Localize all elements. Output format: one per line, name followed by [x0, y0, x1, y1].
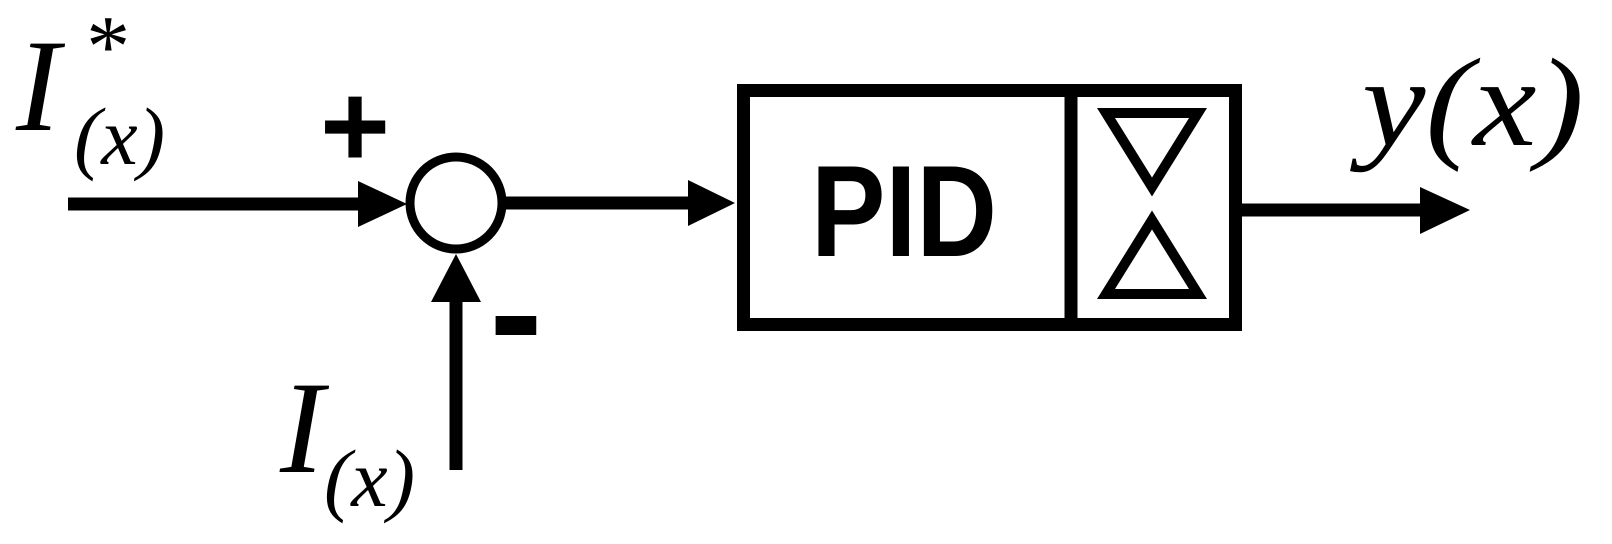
arrowhead-icon [358, 181, 407, 227]
feedback-input-label: I (x) [279, 354, 415, 524]
pid-block-label: PID [811, 138, 997, 284]
pid-controller-block: PID [737, 84, 1242, 331]
feedback-subscript: (x) [324, 433, 415, 524]
triangle-up-icon [1097, 210, 1207, 299]
feedback-base-symbol: I [279, 354, 330, 501]
output-arrow [1236, 187, 1470, 234]
error-signal-arrow [504, 180, 735, 226]
reference-superscript: * [82, 0, 126, 96]
reference-arrow [68, 181, 407, 227]
arrowhead-icon [688, 180, 735, 226]
reference-base-symbol: I [15, 12, 66, 159]
minus-sign: - [489, 222, 542, 401]
reference-input-label: I * (x) [15, 0, 165, 182]
arrowhead-icon [1420, 187, 1470, 234]
summing-junction-icon [405, 152, 507, 254]
reference-subscript: (x) [74, 91, 165, 182]
pid-block-frame [737, 84, 1242, 331]
plus-sign: + [320, 59, 390, 193]
arrowhead-icon [431, 254, 481, 302]
feedback-arrow [431, 254, 481, 470]
saturation-limiter-icon [1097, 108, 1207, 299]
triangle-down-icon [1097, 108, 1207, 197]
output-label: y(x) [1350, 34, 1584, 173]
